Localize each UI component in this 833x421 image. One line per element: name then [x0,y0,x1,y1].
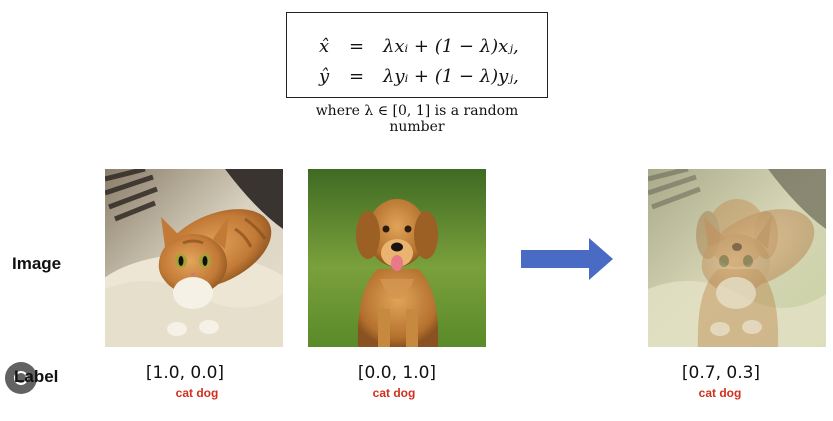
row-label-image: Image [12,254,62,273]
formula-y-expression: λyᵢ + (1 − λ)yⱼ, [383,65,519,87]
formula-x-expression: λxᵢ + (1 − λ)xⱼ, [383,35,519,57]
mixed-label-vector: [0.7, 0.3] [681,363,761,383]
cat-label-vector: [1.0, 0.0] [145,363,225,383]
mixup-formula-box: x̂ = λxᵢ + (1 − λ)xⱼ, ŷ = λyᵢ + (1 − λ)y… [286,12,548,98]
mixed-class-names: cat dog [698,386,742,400]
right-arrow-icon [521,238,613,280]
formula-y-hat: ŷ [319,65,330,87]
formula-row-y: ŷ = λyᵢ + (1 − λ)yⱼ, [287,63,547,89]
cat-class-names: cat dog [175,386,219,400]
row-label-label: Label [14,367,59,386]
cat-photo [105,169,283,347]
formula-row-x: x̂ = λxᵢ + (1 − λ)xⱼ, [287,33,547,59]
formula-equals: = [349,65,365,87]
mixup-photo [648,169,826,347]
circle-badge-icon[interactable] [5,362,37,394]
dog-label-vector: [0.0, 1.0] [357,363,437,383]
formula-note: where λ ∈ [0, 1] is a random number [315,103,519,135]
cat-image [105,169,283,347]
dog-image [308,169,486,347]
mixed-image [648,169,826,347]
dog-class-names: cat dog [372,386,416,400]
dog-photo [308,169,486,347]
formula-equals: = [349,35,365,57]
formula-x-hat: x̂ [319,35,330,57]
